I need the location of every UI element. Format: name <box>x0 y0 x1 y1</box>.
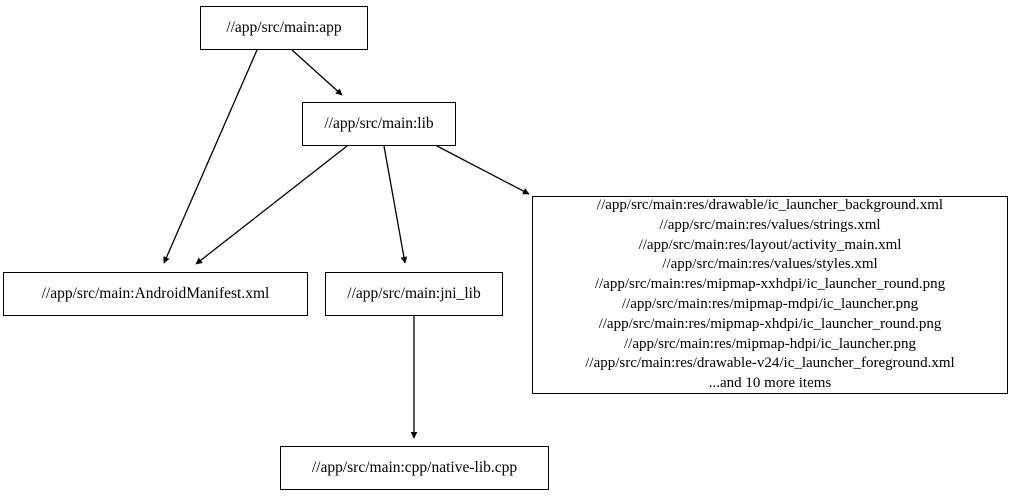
edge-lib-to-manifest <box>195 145 348 265</box>
graph-node-androidmanifest-label: //app/src/main:AndroidManifest.xml <box>41 285 270 303</box>
edge-app-to-manifest <box>163 49 258 264</box>
graph-node-res-group-label: //app/src/main:res/drawable/ic_launcher_… <box>585 197 955 392</box>
graph-node-app-label: //app/src/main:app <box>226 19 342 37</box>
graph-node-native-lib-cpp[interactable]: //app/src/main:cpp/native-lib.cpp <box>280 446 549 490</box>
edge-lib-to-res <box>436 145 530 195</box>
graph-node-lib-label: //app/src/main:lib <box>324 115 434 133</box>
graph-node-androidmanifest[interactable]: //app/src/main:AndroidManifest.xml <box>3 272 308 316</box>
graph-node-res-group[interactable]: //app/src/main:res/drawable/ic_launcher_… <box>532 196 1008 394</box>
edge-lib-to-jnilib <box>383 145 408 264</box>
graph-node-jni-lib-label: //app/src/main:jni_lib <box>347 285 481 303</box>
edge-app-to-lib <box>291 49 343 96</box>
graph-node-jni-lib[interactable]: //app/src/main:jni_lib <box>325 272 503 316</box>
graph-node-native-lib-cpp-label: //app/src/main:cpp/native-lib.cpp <box>311 459 518 477</box>
graph-node-lib[interactable]: //app/src/main:lib <box>302 102 456 146</box>
graph-node-app[interactable]: //app/src/main:app <box>200 6 368 50</box>
